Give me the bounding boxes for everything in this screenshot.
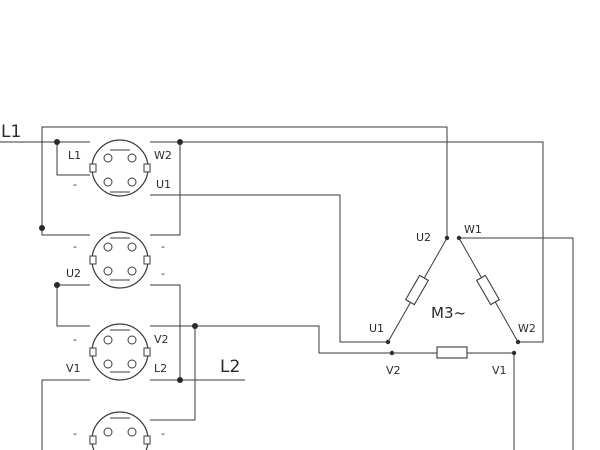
switch-1 [89, 139, 151, 197]
motor-terminal-w2: W2 [518, 322, 536, 335]
switch3-label-br: L2 [154, 362, 167, 375]
switch1-label-bl: - [73, 178, 77, 191]
line-label-l1: L1 [1, 122, 21, 142]
junction-dot [177, 377, 183, 383]
wire-bus-3 [150, 142, 181, 236]
motor-terminal-u2: U2 [416, 231, 431, 244]
motor-name: M3~ [431, 304, 466, 322]
wires [0, 126, 574, 450]
switch-tab [89, 255, 97, 265]
switch-pin [127, 266, 137, 276]
winding-bottom [436, 346, 468, 359]
switch-tab [143, 435, 151, 445]
switch1-label-tr: W2 [154, 149, 172, 162]
wire-bus-1 [56, 142, 90, 176]
switch-body [91, 139, 149, 197]
switch4-label-tr: - [161, 427, 165, 440]
switch-pin [127, 359, 137, 369]
junction-dot [54, 282, 60, 288]
switch1-label-br: U1 [156, 178, 171, 191]
wire-bus-6 [41, 379, 90, 450]
junction-dot [39, 225, 45, 231]
wire-to-u2 [41, 126, 448, 238]
switch1-label-tl: L1 [68, 149, 81, 162]
switch3-label-tl: - [73, 333, 77, 346]
winding-right [475, 274, 501, 306]
motor-terminal-v1: V1 [492, 364, 507, 377]
switch-tab [89, 435, 97, 445]
winding-left [404, 274, 430, 306]
wire-bus-2 [41, 228, 90, 236]
wire-bus-4 [56, 284, 90, 327]
switch2-label-br: - [161, 267, 165, 280]
switch-tab [89, 163, 97, 173]
switch-pin [103, 266, 113, 276]
switch-tab [143, 255, 151, 265]
switch4-label-tl: - [73, 427, 77, 440]
wire-bus-5 [150, 284, 181, 380]
junction-dot [177, 139, 183, 145]
switch-pin [103, 427, 113, 437]
switch-pin [103, 177, 113, 187]
switch-pin [127, 335, 137, 345]
switch-pin [127, 427, 137, 437]
switch-pin [127, 177, 137, 187]
line-label-l2: L2 [220, 357, 240, 377]
switch-pin [103, 153, 113, 163]
switch-tab [89, 347, 97, 357]
wire-w1 [459, 237, 574, 450]
wire-v2 [195, 325, 392, 354]
switch-3 [89, 323, 151, 381]
switch-pin [103, 242, 113, 252]
junction-dot [54, 139, 60, 145]
motor-delta [387, 237, 519, 359]
wire-bus-7 [150, 326, 196, 421]
switch-2 [89, 231, 151, 289]
switch3-label-tr: V2 [154, 333, 169, 346]
switch2-label-bl: U2 [66, 267, 81, 280]
switch-pin [127, 242, 137, 252]
wire-u1 [150, 194, 388, 343]
switch2-label-tl: - [73, 240, 77, 253]
motor-terminal-w1: W1 [464, 223, 482, 236]
motor-terminal-u1: U1 [369, 322, 384, 335]
switch-pin [127, 153, 137, 163]
motor-terminal-v2: V2 [386, 364, 401, 377]
wire-w2 [150, 141, 544, 343]
switch-tab [143, 347, 151, 357]
switch-tab [143, 163, 151, 173]
switch2-label-tr: - [161, 240, 165, 253]
switch-pin [103, 335, 113, 345]
junction-dot [192, 323, 198, 329]
switch-pin [103, 359, 113, 369]
switch-4 [89, 411, 151, 450]
switch3-label-bl: V1 [66, 362, 81, 375]
